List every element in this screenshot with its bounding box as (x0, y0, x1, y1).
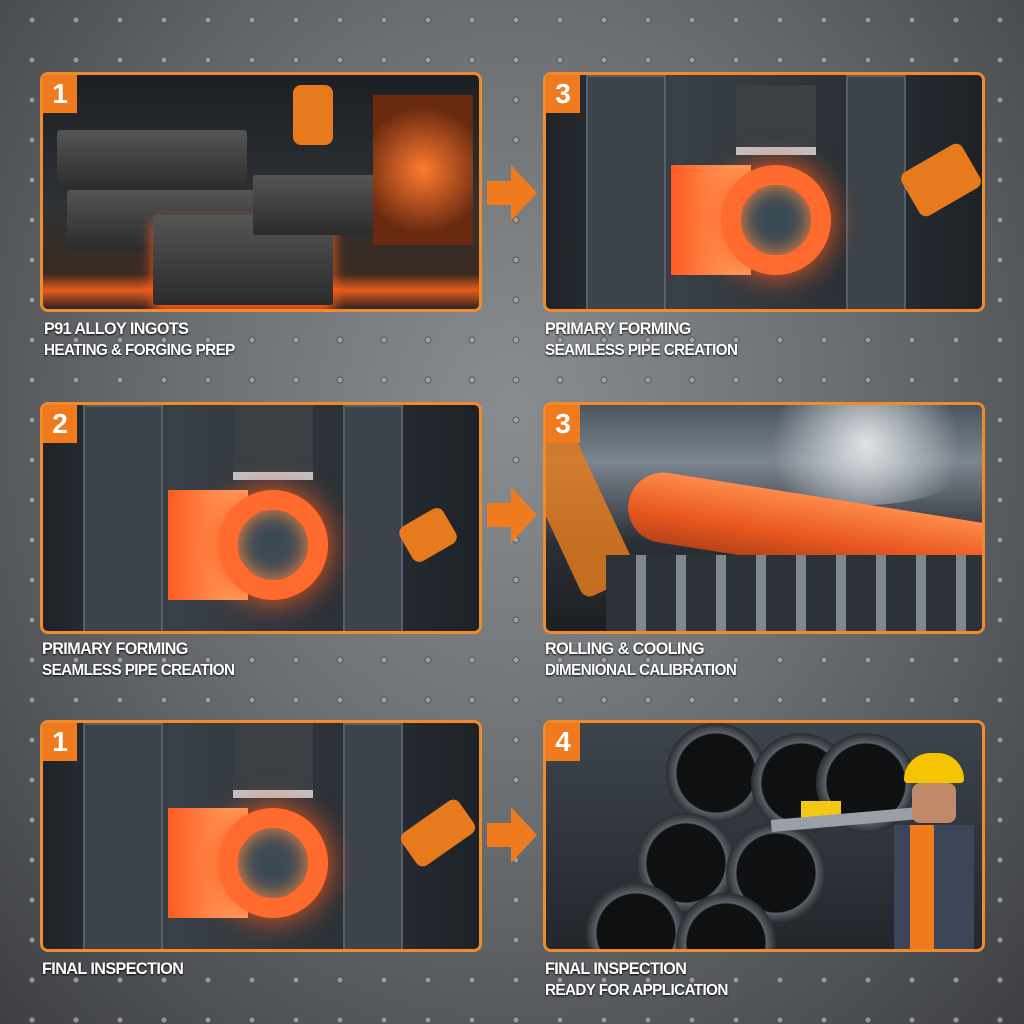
step-title: PRIMARY FORMING (42, 639, 188, 658)
step-caption: P91 ALLOY INGOTS HEATING & FORGING PREP (44, 318, 235, 362)
step-badge: 2 (43, 405, 77, 443)
step-subtitle: READY FOR APPLICATION (545, 982, 728, 999)
step-badge: 1 (43, 723, 77, 761)
step-panel-forming: 1 (40, 720, 482, 952)
step-badge: 3 (546, 405, 580, 443)
rolling-mill-image (546, 405, 982, 631)
step-panel-forming: 2 (40, 402, 482, 634)
step-subtitle: SEAMLESS PIPE CREATION (42, 662, 235, 679)
step-caption: ROLLING & COOLING DIMENIONAL CALIBRATION (545, 638, 737, 682)
step-title: ROLLING & COOLING (545, 639, 705, 658)
step-caption: FINAL INSPECTION (42, 958, 184, 980)
forming-press-image (43, 405, 479, 631)
step-panel-rolling: 3 (543, 402, 985, 634)
step-title: PRIMARY FORMING (545, 319, 691, 338)
worker-figure (894, 753, 974, 949)
arrow-right-icon (487, 487, 537, 543)
step-title: FINAL INSPECTION (545, 959, 687, 978)
step-caption: PRIMARY FORMING SEAMLESS PIPE CREATION (545, 318, 738, 362)
step-caption: PRIMARY FORMING SEAMLESS PIPE CREATION (42, 638, 235, 682)
arrow-right-icon (487, 165, 537, 221)
step-subtitle: DIMENIONAL CALIBRATION (545, 662, 737, 679)
step-panel-forming: 3 (543, 72, 985, 312)
step-subtitle: SEAMLESS PIPE CREATION (545, 342, 738, 359)
step-badge: 4 (546, 723, 580, 761)
step-title: P91 ALLOY INGOTS (44, 319, 189, 338)
step-subtitle: HEATING & FORGING PREP (44, 342, 235, 359)
forming-press-image (43, 723, 479, 949)
step-panel-inspection: 4 (543, 720, 985, 952)
forming-press-image (546, 75, 982, 309)
step-panel-ingots: 1 (40, 72, 482, 312)
step-caption: FINAL INSPECTION READY FOR APPLICATION (545, 958, 728, 1002)
arrow-right-icon (487, 807, 537, 863)
inspection-image (546, 723, 982, 949)
step-badge: 1 (43, 75, 77, 113)
step-badge: 3 (546, 75, 580, 113)
ingots-image (43, 75, 479, 309)
step-title: FINAL INSPECTION (42, 959, 184, 978)
